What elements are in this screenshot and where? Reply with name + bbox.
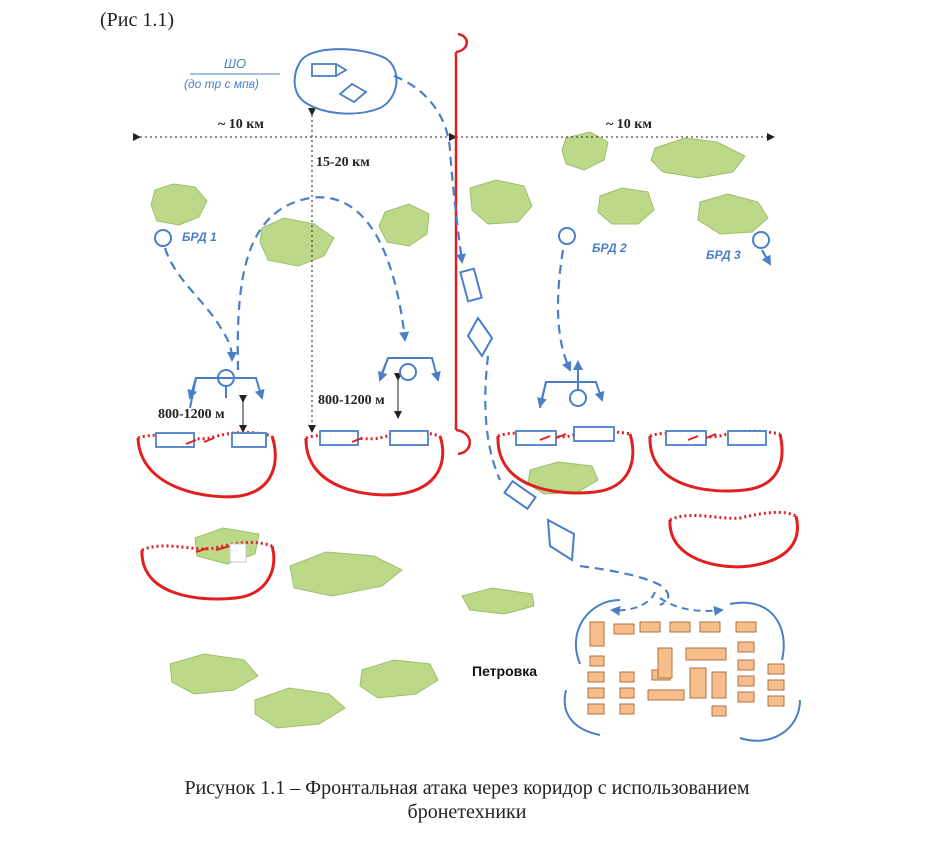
- forest-patch: [150, 183, 208, 226]
- fork-right: [537, 360, 605, 409]
- width-left-label: ~ 10 км: [218, 117, 264, 132]
- forest-patch: [697, 193, 769, 235]
- village-buildings: [587, 621, 785, 717]
- brd1-label: БРД 1: [182, 230, 217, 244]
- strongpoint-3: [496, 433, 635, 495]
- caption-line-2: бронетехники: [407, 801, 527, 823]
- dimension-lines: [133, 108, 775, 433]
- strongpoint-2: [304, 435, 445, 497]
- figure-reference: (Рис 1.1): [100, 9, 174, 31]
- enemy-trench-marks: [185, 433, 717, 553]
- caption-line-1: Рисунок 1.1 – Фронтальная атака через ко…: [184, 777, 750, 799]
- gap-left-label: 800-1200 м: [158, 407, 225, 422]
- movement-routes: [163, 74, 771, 607]
- forest-patch: [254, 687, 346, 729]
- route-brd3: [761, 249, 771, 266]
- brd1-marker: [154, 229, 172, 247]
- forest-patch: [169, 653, 259, 695]
- strongpoint-5: [668, 515, 799, 569]
- village-perimeter: [563, 599, 801, 742]
- strongpoint-1: [136, 435, 277, 499]
- sho-label: ШО: [224, 56, 246, 71]
- brd3-label: БРД 3: [706, 248, 741, 262]
- settlement-label: Петровка: [472, 663, 537, 679]
- strongpoint-6: [140, 545, 276, 601]
- deployment-forks: [187, 357, 605, 409]
- sho-sub-label: (до тр с мпв): [184, 77, 259, 91]
- recon-patrols: [154, 227, 770, 249]
- forest-patch: [289, 551, 403, 597]
- strongpoint-4: [648, 433, 784, 493]
- brd3-marker: [752, 231, 770, 249]
- forest-patch: [469, 179, 533, 225]
- brd2-marker: [558, 227, 576, 245]
- unit-boundary: [454, 32, 471, 456]
- brd2-label: БРД 2: [592, 241, 627, 255]
- fork-mid: [378, 357, 441, 382]
- route-brd1: [163, 247, 237, 362]
- depth-label: 15-20 км: [316, 155, 370, 170]
- firing-positions: [155, 426, 767, 448]
- width-right-label: ~ 10 км: [606, 117, 652, 132]
- forest-patch: [561, 131, 609, 171]
- route-to-village: [579, 564, 670, 607]
- forest-patch: [461, 587, 535, 615]
- forest-patch: [650, 137, 746, 179]
- forest-patch: [378, 203, 430, 247]
- forest-patches: [150, 131, 769, 729]
- route-corridor: [484, 355, 502, 481]
- settlement-petrovka: [563, 599, 801, 742]
- forest-patch: [597, 187, 655, 225]
- armored-column-lower: [503, 479, 576, 562]
- forest-patch: [359, 659, 439, 699]
- fork-left: [187, 369, 265, 409]
- enemy-strongpoints: [136, 429, 799, 601]
- route-brd2: [556, 249, 572, 372]
- village-branch-arrows: [610, 591, 724, 616]
- gap-mid-label: 800-1200 м: [318, 393, 385, 408]
- breach-gap: [229, 543, 247, 563]
- forest-patch: [259, 217, 335, 267]
- route-arc: [236, 196, 410, 371]
- assault-detachment: [293, 48, 398, 115]
- armored-column-upper: [459, 267, 494, 358]
- route-sho: [393, 74, 466, 264]
